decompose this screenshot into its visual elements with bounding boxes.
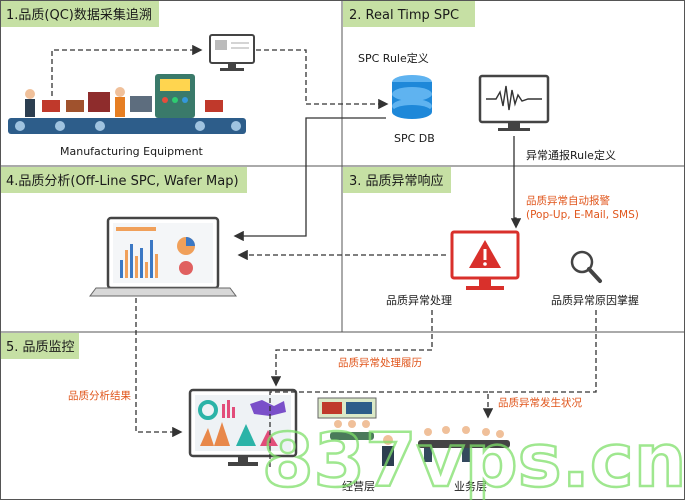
arrow-handling-to-dashboard <box>270 310 433 387</box>
monitor-icon <box>209 34 255 71</box>
section-2-title: 2. Real Timp SPC <box>349 8 459 23</box>
section-4-title: 4.品质分析(Off-Line SPC, Wafer Map) <box>6 174 239 189</box>
magnifier-icon <box>570 250 602 283</box>
watermark: 837vps.cn <box>262 418 685 500</box>
section-header-3: 3. 品质异常响应 <box>343 167 451 193</box>
handling-label: 品质异常处理 <box>386 294 452 307</box>
section-3-title: 3. 品质异常响应 <box>349 173 444 189</box>
arrow-analysis-to-dashboard <box>135 298 183 438</box>
occurrence-label: 品质异常发生状况 <box>498 396 582 409</box>
analysis-result-label: 品质分析结果 <box>68 389 131 402</box>
handling-history-label: 品质异常处理履历 <box>338 356 422 369</box>
arrow-cause-to-business <box>482 310 597 419</box>
root-cause-label: 品质异常原因掌握 <box>551 293 639 307</box>
arrow-db-to-analysis <box>233 117 386 242</box>
abnormal-rule-label: 异常通报Rule定义 <box>526 148 616 162</box>
section-1-title: 1.品质(QC)数据采集追溯 <box>6 7 152 23</box>
spc-rule-label: SPC Rule定义 <box>358 51 429 65</box>
laptop-chart-icon <box>89 216 237 297</box>
meeting-scene-icon <box>317 397 510 466</box>
alarm-monitor-icon <box>450 230 520 290</box>
manufacturing-line-icon <box>8 74 246 134</box>
section-5-title: 5. 品质监控 <box>6 340 75 355</box>
arrow-monitor-to-db <box>256 49 389 110</box>
section-header-2: 2. Real Timp SPC <box>343 1 475 27</box>
business-label: 业务层 <box>454 480 487 493</box>
auto-alarm-label: 品质异常自动报警 <box>526 194 610 207</box>
manufacturing-label: Manufacturing Equipment <box>60 145 204 158</box>
arrow-cause-branch <box>269 391 488 470</box>
arrow-equipment-to-monitor <box>51 44 203 96</box>
management-label: 经营层 <box>342 479 375 493</box>
section-header-4: 4.品质分析(Off-Line SPC, Wafer Map) <box>1 167 247 193</box>
section-header-1: 1.品质(QC)数据采集追溯 <box>1 1 159 27</box>
flow-connectors <box>51 44 597 470</box>
alarm-channels-label: (Pop-Up, E-Mail, SMS) <box>526 209 639 221</box>
section-header-5: 5. 品质监控 <box>1 333 79 359</box>
database-icon <box>392 75 432 119</box>
spc-db-label: SPC DB <box>394 132 435 145</box>
waveform-monitor-icon <box>478 74 550 131</box>
arrow-rule-to-alarm <box>510 136 522 229</box>
